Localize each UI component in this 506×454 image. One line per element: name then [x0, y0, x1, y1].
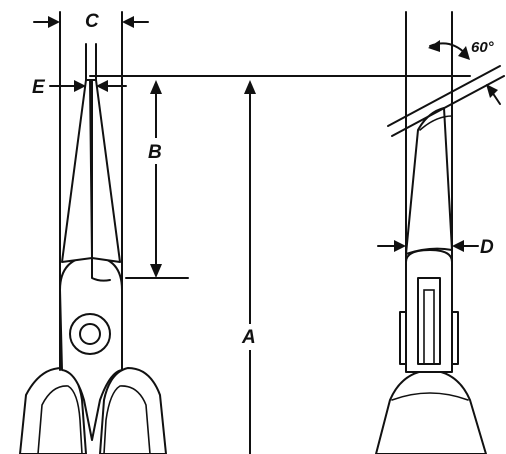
dimension-a-label: A [241, 327, 256, 348]
e-arrow-right-head [96, 80, 108, 92]
dimension-c-label: C [85, 11, 99, 32]
a-arrow-top [244, 80, 256, 94]
angle-arc-arrow-right [458, 46, 470, 60]
right-grip-contour [103, 385, 151, 454]
left-grip-contour [37, 385, 83, 454]
left-jaw [61, 79, 93, 263]
a-label-gap [238, 324, 264, 350]
c-arrow-left-head [48, 16, 60, 28]
side-slot-outer [417, 277, 441, 365]
dimension-e-label: E [32, 77, 46, 98]
side-jaw [405, 107, 453, 255]
b-label-gap [144, 138, 170, 164]
tip-angle-line-lower [391, 75, 505, 137]
d-arrow-left-head [394, 240, 406, 252]
side-slot-inner [423, 289, 435, 365]
tip-thickness-arrow-head [486, 84, 498, 98]
pivot-screw-inner [79, 323, 101, 345]
dimension-b-label: B [148, 142, 162, 163]
right-jaw [91, 79, 121, 263]
side-jaw-bevel [419, 115, 453, 131]
left-pliers-front-view [19, 79, 167, 454]
angle-label: 60° [471, 39, 495, 56]
side-handle [375, 369, 487, 454]
joint-notch [91, 257, 111, 282]
angle-arc-arrow-left [428, 40, 440, 52]
dimension-d-label: D [480, 237, 494, 258]
right-pliers-side-view [375, 107, 487, 454]
d-arrow-right-head [452, 240, 464, 252]
b-arrow-bottom [150, 264, 162, 278]
c-arrow-right-head [122, 16, 134, 28]
side-handle-contour [391, 392, 469, 401]
tip-angle-line-upper [387, 65, 501, 127]
b-arrow-top [150, 80, 162, 94]
e-arrow-left-head [74, 80, 86, 92]
